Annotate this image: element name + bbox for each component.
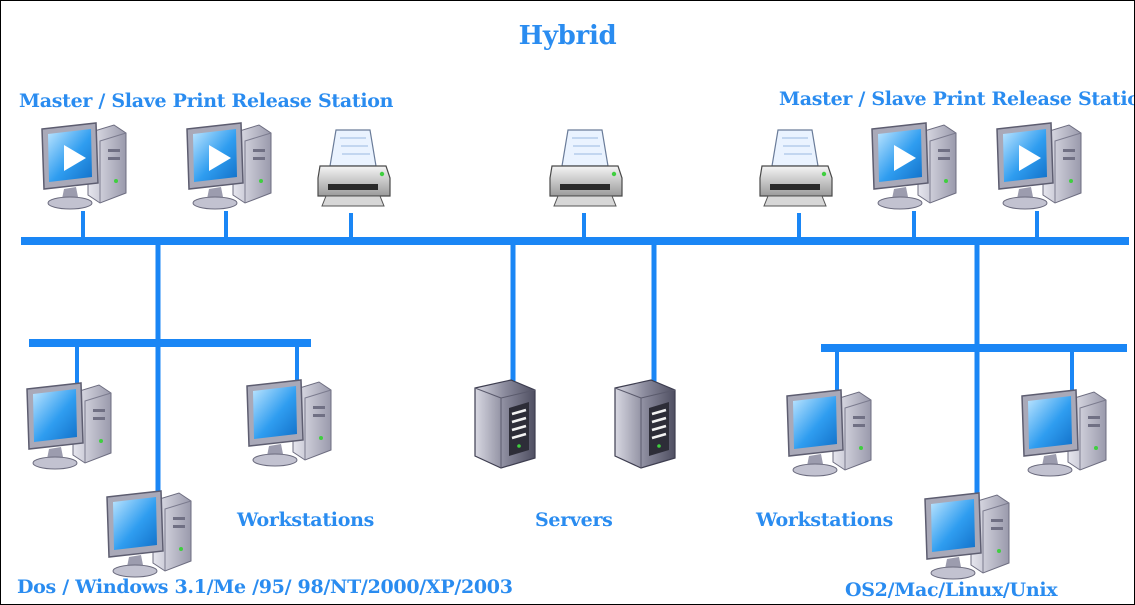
workstation-icon <box>924 492 1010 580</box>
release-station-icon <box>41 122 127 210</box>
printer-icon <box>759 129 833 207</box>
workstation-icon <box>26 382 112 470</box>
workstation-icon <box>1021 389 1107 477</box>
workstations-label-left: Workstations <box>237 509 374 531</box>
release-station-icon <box>186 122 272 210</box>
workstation-icon <box>106 490 192 578</box>
diagram-title: Hybrid <box>518 21 617 51</box>
release-station-icon <box>996 122 1082 210</box>
printer-icon <box>317 129 391 207</box>
workstation-icon <box>246 379 332 467</box>
servers-label: Servers <box>535 509 613 531</box>
os-label-right: OS2/Mac/Linux/Unix <box>845 579 1058 601</box>
print-release-station-label-right: Master / Slave Print Release Station <box>779 88 1135 110</box>
server-icon <box>473 378 537 470</box>
os-label-left: Dos / Windows 3.1/Me /95/ 98/NT/2000/XP/… <box>17 576 513 598</box>
print-release-station-label-left: Master / Slave Print Release Station <box>19 90 394 112</box>
workstation-icon <box>786 389 872 477</box>
release-station-icon <box>871 122 957 210</box>
printer-icon <box>549 129 623 207</box>
workstations-label-right: Workstations <box>756 509 893 531</box>
server-icon <box>613 378 677 470</box>
